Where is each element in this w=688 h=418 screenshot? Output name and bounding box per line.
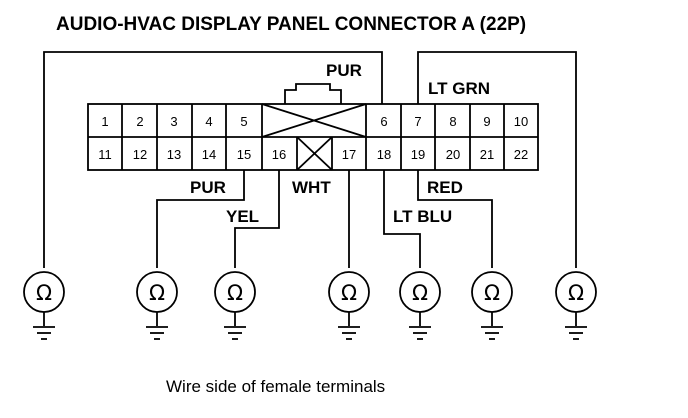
pin-13: 13 (167, 147, 181, 162)
pin-7: 7 (414, 114, 421, 129)
wire-lt-grn (417, 51, 577, 268)
ohmmeter-4: Ω (328, 271, 370, 340)
label-lt-blu: LT BLU (393, 207, 452, 226)
ohm-icon: Ω (568, 281, 584, 305)
pin-10: 10 (514, 114, 528, 129)
wire-lt-blu (383, 170, 421, 268)
ohm-icon: Ω (36, 281, 52, 305)
caption: Wire side of female terminals (166, 377, 385, 396)
ohmmeter-2: Ω (136, 271, 178, 340)
pin-21: 21 (480, 147, 494, 162)
pin-9: 9 (483, 114, 490, 129)
label-yel: YEL (226, 207, 259, 226)
wire-pur-bottom (156, 170, 245, 268)
label-wht: WHT (292, 178, 331, 197)
ohm-icon: Ω (227, 281, 243, 305)
diagram-title: AUDIO-HVAC DISPLAY PANEL CONNECTOR A (22… (56, 14, 526, 35)
ohmmeter-7: Ω (555, 271, 597, 340)
label-pur-bottom: PUR (190, 178, 226, 197)
ohmmeter-3: Ω (214, 271, 256, 340)
pin-8: 8 (449, 114, 456, 129)
label-lt-grn: LT GRN (428, 79, 490, 98)
ohm-icon: Ω (149, 281, 165, 305)
ohmmeter-6: Ω (471, 271, 513, 340)
wire-pur-top (43, 51, 383, 268)
ohm-icon: Ω (412, 281, 428, 305)
locking-tab (284, 83, 342, 104)
pin-5: 5 (240, 114, 247, 129)
pin-20: 20 (446, 147, 460, 162)
wire-red (417, 170, 493, 268)
pin-4: 4 (205, 114, 212, 129)
pin-19: 19 (411, 147, 425, 162)
ohmmeter-5: Ω (399, 271, 441, 340)
pin-15: 15 (237, 147, 251, 162)
pin-1: 1 (101, 114, 108, 129)
ohm-icon: Ω (484, 281, 500, 305)
pin-2: 2 (136, 114, 143, 129)
pin-14: 14 (202, 147, 216, 162)
pin-6: 6 (380, 114, 387, 129)
pin-16: 16 (272, 147, 286, 162)
ohm-icon: Ω (341, 281, 357, 305)
pin-11: 11 (98, 147, 112, 162)
pin-3: 3 (170, 114, 177, 129)
pin-12: 12 (133, 147, 147, 162)
label-red: RED (427, 178, 463, 197)
pin-17: 17 (342, 147, 356, 162)
pin-18: 18 (377, 147, 391, 162)
wire-yel (234, 170, 280, 268)
ohmmeter-1: Ω (23, 271, 65, 340)
pin-22: 22 (514, 147, 528, 162)
label-pur-top: PUR (326, 61, 362, 80)
